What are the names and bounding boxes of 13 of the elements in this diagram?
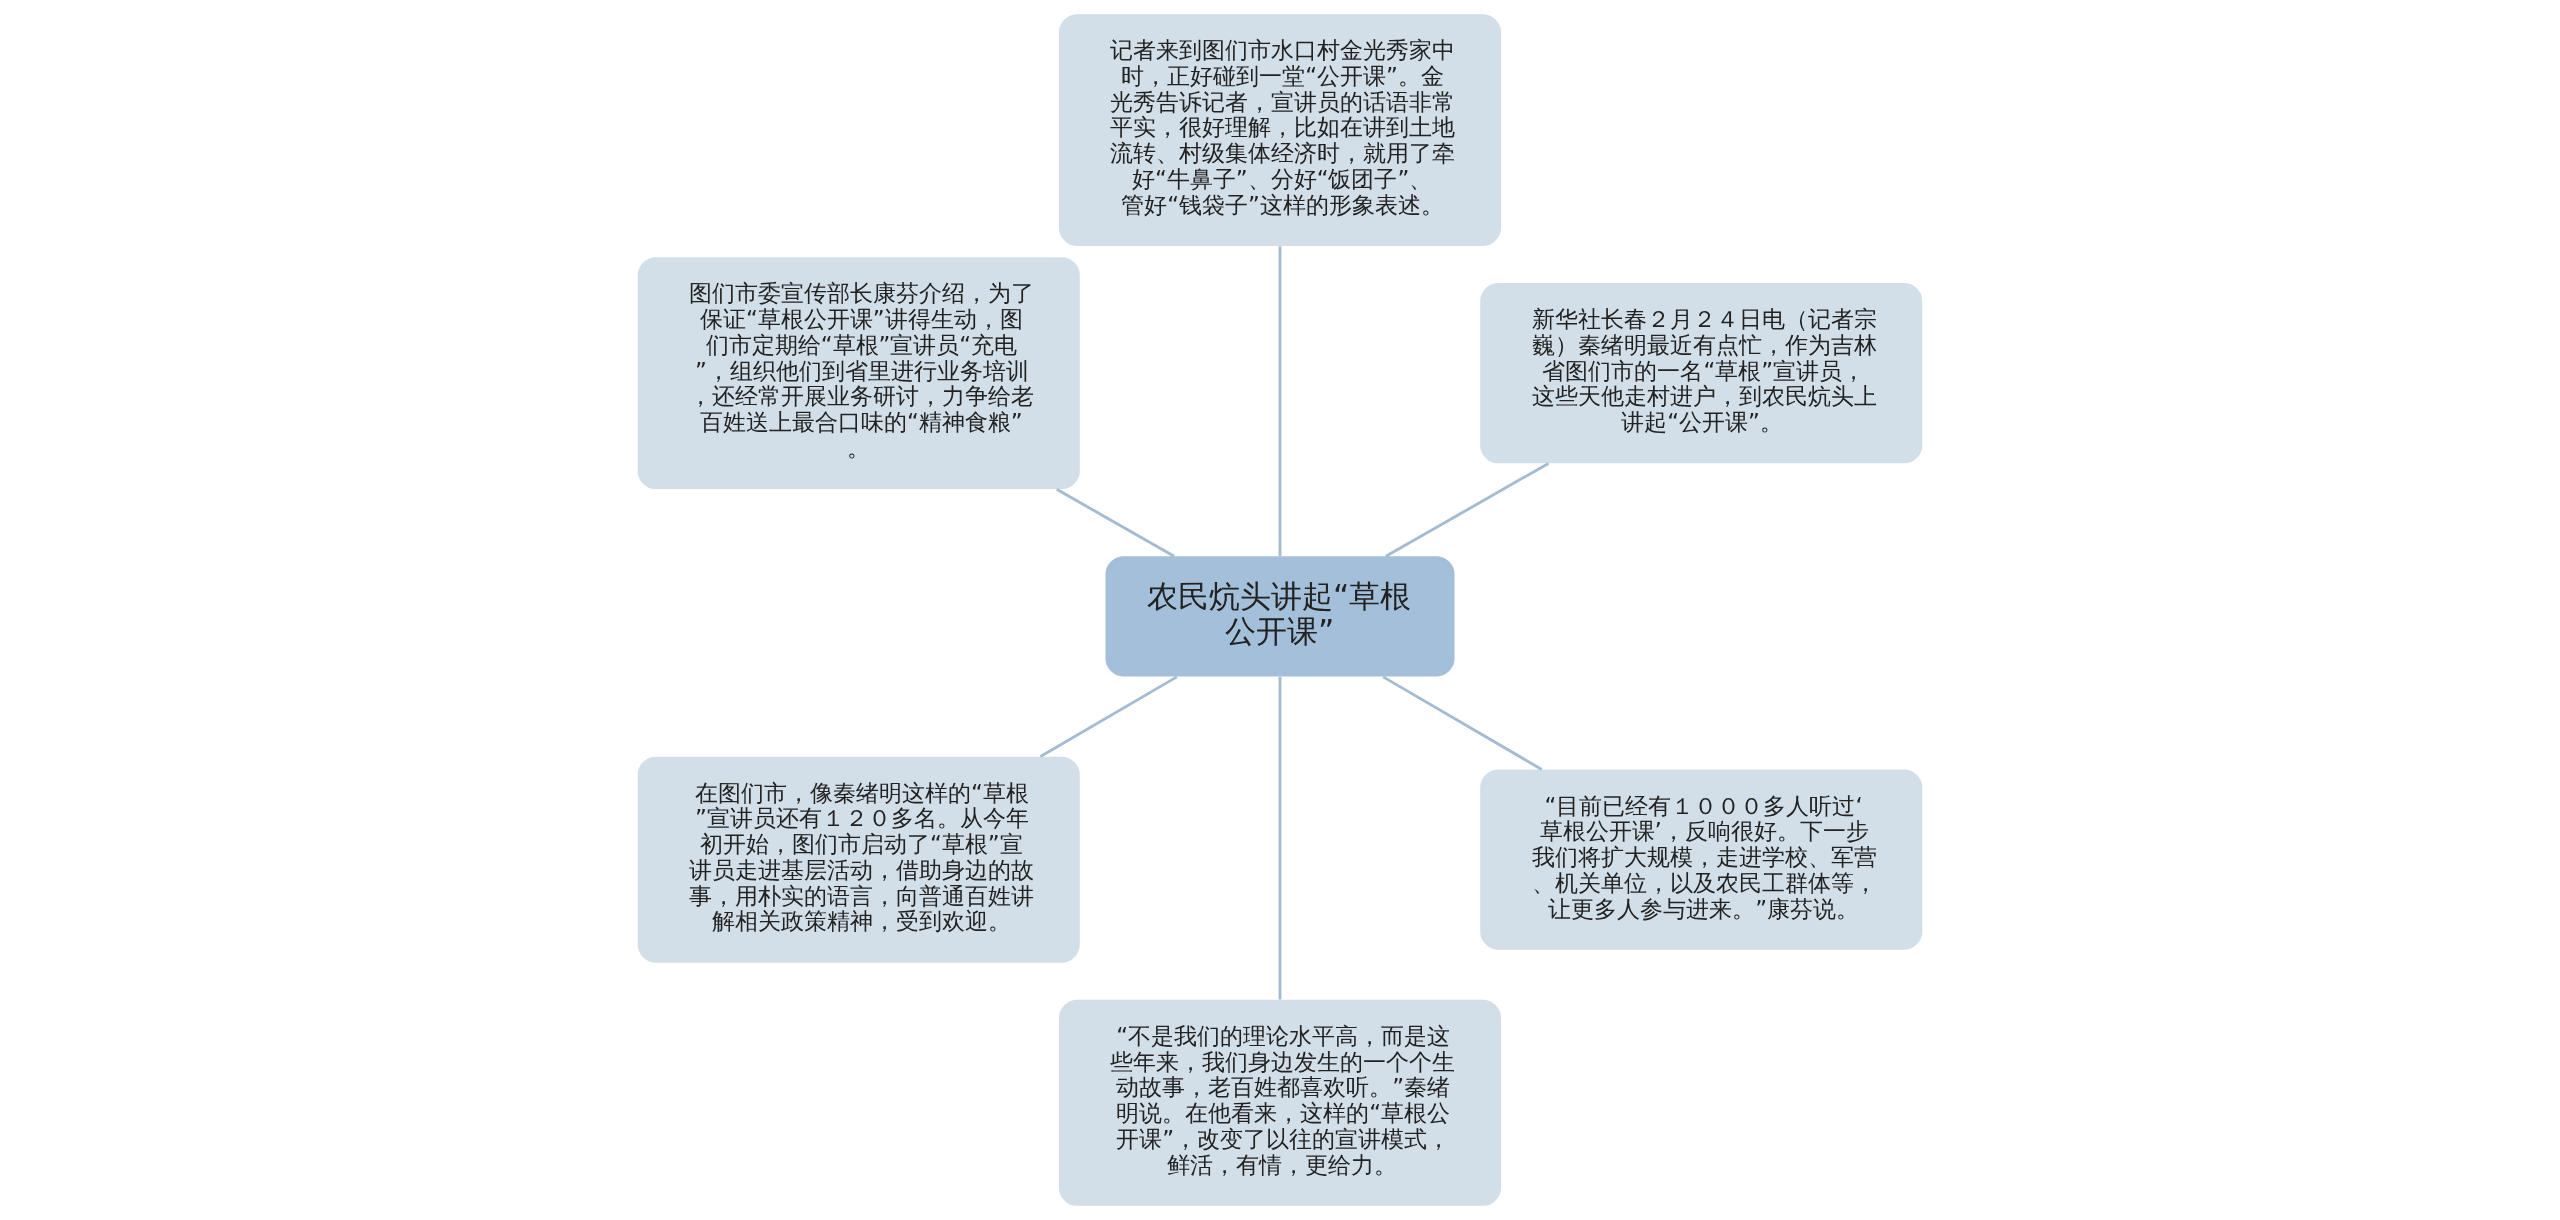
- connector: [1385, 462, 1550, 558]
- connector: [1056, 488, 1175, 558]
- node-box: 新华社长春２月２４日电（记者宗巍）秦绪明最近有点忙，作为吉林省图们市的一名“草根”宣讲员，这些天他走村进户，到农民炕头上讲起“公开课”。: [1480, 283, 1923, 464]
- node-box: “不是我们的理论水平高，而是这些年来，我们身边发生的一个个生动故事，老百姓都喜欢听。”秦绪明说。在他看来，这样的“草根公开课”，改变了以往的宣讲模式，鲜活，有情，更给力。: [1059, 999, 1501, 1206]
- connector: [1382, 675, 1543, 771]
- node-box: 在图们市，像秦绪明这样的“草根”宣讲员还有１２０多名。从今年初开始，图们市启动了“草根”宣讲员走进基层活动，借助身边的故事，用朴实的语言，向普通百姓讲解相关政策精神，受到欢迎。: [637, 756, 1080, 963]
- connector: [1278, 676, 1282, 1000]
- connector: [1039, 675, 1178, 758]
- node-box: 农民炕头讲起“草根公开课”: [1105, 556, 1455, 677]
- node-box: 图们市委宣传部长康芬介绍，为了保证“草根公开课”讲得生动，图们市定期给“草根”宣讲员“充电”，组织他们到省里进行业务培训，还经常开展业务研讨，力争给老百姓送上最合口味的“精神食粮”。: [637, 257, 1080, 490]
- connector: [1278, 246, 1282, 557]
- node-box: “目前已经有１０００多人听过‘草根公开课’，反响很好。下一步我们将扩大规模，走进学校、军营、机关单位，以及农民工群体等，让更多人参与进来。”康芬说。: [1480, 769, 1923, 950]
- node-box: 记者来到图们市水口村金光秀家中时，正好碰到一堂“公开课”。金光秀告诉记者，宣讲员的话语非常平实，很好理解，比如在讲到土地流转、村级集体经济时，就用了牵好“牛鼻子”、分好“饭团子”、管好“钱袋子”这样的形象表述。: [1059, 14, 1501, 246]
